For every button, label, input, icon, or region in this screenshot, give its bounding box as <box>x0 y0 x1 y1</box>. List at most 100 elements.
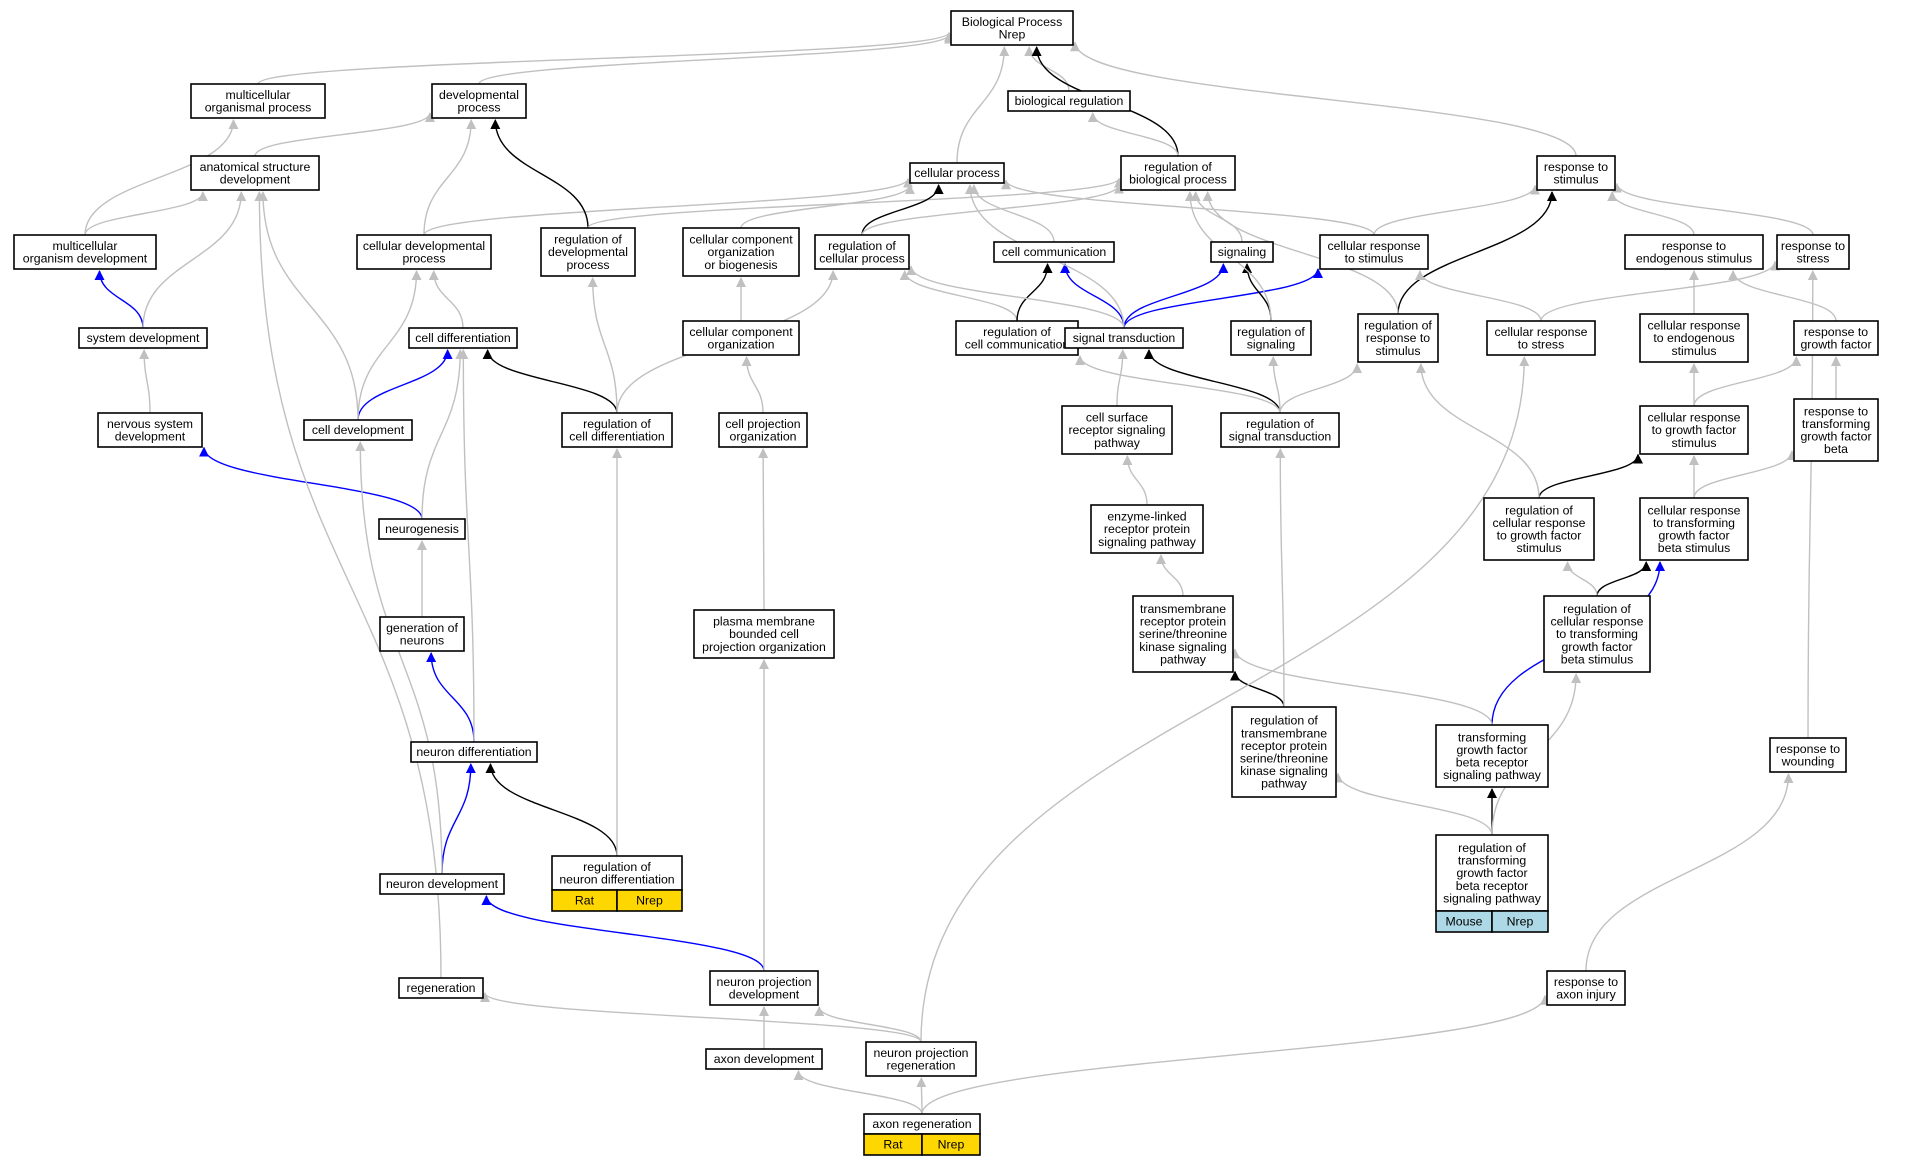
node-ad[interactable]: axon development <box>705 1048 823 1070</box>
node-box <box>379 873 505 895</box>
edge-neurog-to-cd <box>421 349 466 520</box>
edge-rcc-to-cc <box>1016 263 1053 322</box>
node-label-line: response to <box>1554 975 1618 989</box>
node-regen[interactable]: regeneration <box>398 977 484 999</box>
edge-cdp-to-dp <box>423 119 477 236</box>
node-box <box>1536 155 1616 191</box>
node-cd[interactable]: cell differentiation <box>408 327 518 349</box>
edge-path <box>355 441 443 875</box>
node-nd[interactable]: neuron differentiation <box>410 741 538 763</box>
node-cc[interactable]: cell communication <box>993 241 1115 263</box>
node-box <box>1132 595 1234 673</box>
node-box <box>1061 405 1173 455</box>
node-label-line: development <box>115 430 186 444</box>
edge-st-to-rcp <box>906 265 1125 329</box>
node-br[interactable]: biological regulation <box>1007 90 1131 112</box>
edge-rai-to-rtw <box>1585 773 1794 972</box>
node-cp[interactable]: cellular process <box>909 162 1005 184</box>
node-neurog[interactable]: neurogenesis <box>378 518 466 540</box>
node-label-line: regulation of <box>1237 325 1305 339</box>
node-label-line: cellular component <box>689 325 793 339</box>
node-label-line: response to <box>1781 239 1845 253</box>
edge-nd-to-gon <box>426 652 475 743</box>
node-cdev[interactable]: cell development <box>303 419 413 441</box>
node-label-line: signal transduction <box>1229 430 1332 444</box>
edge-rcrtgfb-to-rcrgf <box>1562 561 1598 597</box>
node-label-line: beta <box>1824 442 1848 456</box>
node-box <box>1357 313 1439 363</box>
node-label-line: receptor signaling <box>1068 423 1165 437</box>
edge-rtgfbr-to-rtmrp <box>1333 772 1493 836</box>
node-label-line: stress <box>1797 252 1830 266</box>
node-label-line: multicellular <box>226 88 291 102</box>
node-label-line: response to <box>1662 239 1726 253</box>
edge-path <box>916 1077 927 1115</box>
node-label-line: regulation of <box>583 417 651 431</box>
edge-nsd-to-sd <box>139 349 151 414</box>
node-box <box>1090 504 1204 554</box>
node-sd[interactable]: system development <box>78 327 208 349</box>
node-label-line: stimulus <box>1553 173 1598 187</box>
node-box <box>865 1041 977 1077</box>
edge-path <box>142 191 247 329</box>
node-box <box>1639 313 1749 363</box>
edge-path <box>1333 772 1493 836</box>
node-label-line: development <box>729 988 800 1002</box>
node-ndev[interactable]: neuron development <box>379 873 505 895</box>
node-sig[interactable]: signaling <box>1210 241 1274 263</box>
edge-path <box>481 895 765 972</box>
node-label-line: to stress <box>1518 338 1564 352</box>
node-box <box>1769 737 1847 773</box>
node-label-line: pathway <box>1160 652 1207 666</box>
edge-crstr-to-crs <box>1415 270 1542 322</box>
node-st[interactable]: signal transduction <box>1064 327 1184 349</box>
edge-path <box>1279 363 1363 414</box>
node-label-line: signaling pathway <box>1443 768 1542 782</box>
node-label-line: receptor protein <box>1140 615 1226 629</box>
